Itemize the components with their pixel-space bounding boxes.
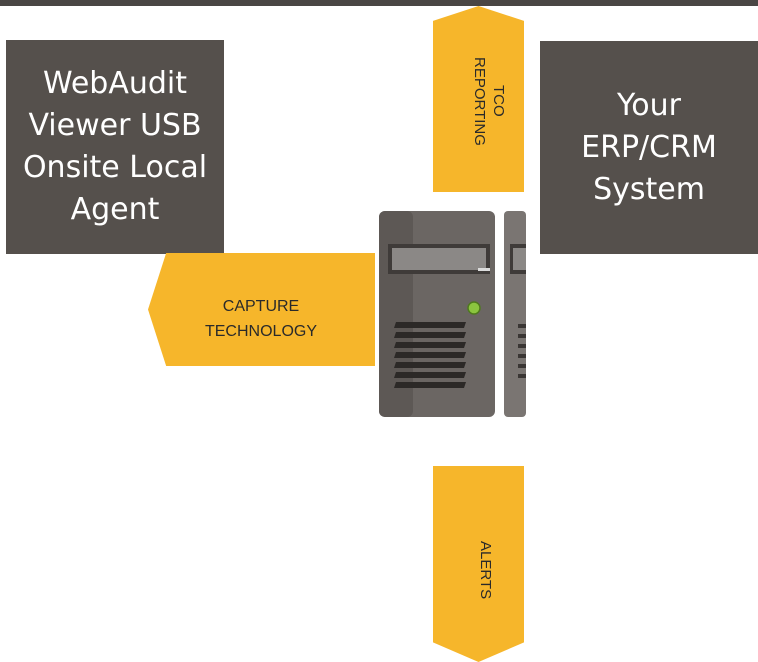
tco-reporting-arrow <box>433 6 524 192</box>
tco-line-1: TCO <box>490 85 507 117</box>
server-icon <box>504 211 526 417</box>
server-icon <box>379 211 495 417</box>
capture-technology-label: CAPTURE TECHNOLOGY <box>180 294 342 344</box>
tco-reporting-label: TCO REPORTING <box>470 36 508 166</box>
capture-line-1: CAPTURE <box>222 298 300 315</box>
capture-line-2: TECHNOLOGY <box>204 323 317 340</box>
alerts-label: ALERTS <box>477 540 494 600</box>
top-bar <box>0 0 758 6</box>
webaudit-line-1: WebAudit <box>42 66 188 101</box>
webaudit-line-4: Agent <box>70 192 160 227</box>
tco-line-2: REPORTING <box>471 56 488 146</box>
erp-crm-system-box: Your ERP/CRM System <box>540 41 758 254</box>
alerts-arrow <box>433 466 524 662</box>
webaudit-line-3: Onsite Local <box>22 150 208 185</box>
erp-line-2: ERP/CRM <box>581 129 717 165</box>
webaudit-line-2: Viewer USB <box>28 108 202 143</box>
erp-line-3: System <box>593 171 705 207</box>
capture-technology-arrow <box>148 253 375 366</box>
webaudit-agent-box: WebAudit Viewer USB Onsite Local Agent <box>6 40 224 254</box>
erp-line-1: Your <box>616 87 682 123</box>
